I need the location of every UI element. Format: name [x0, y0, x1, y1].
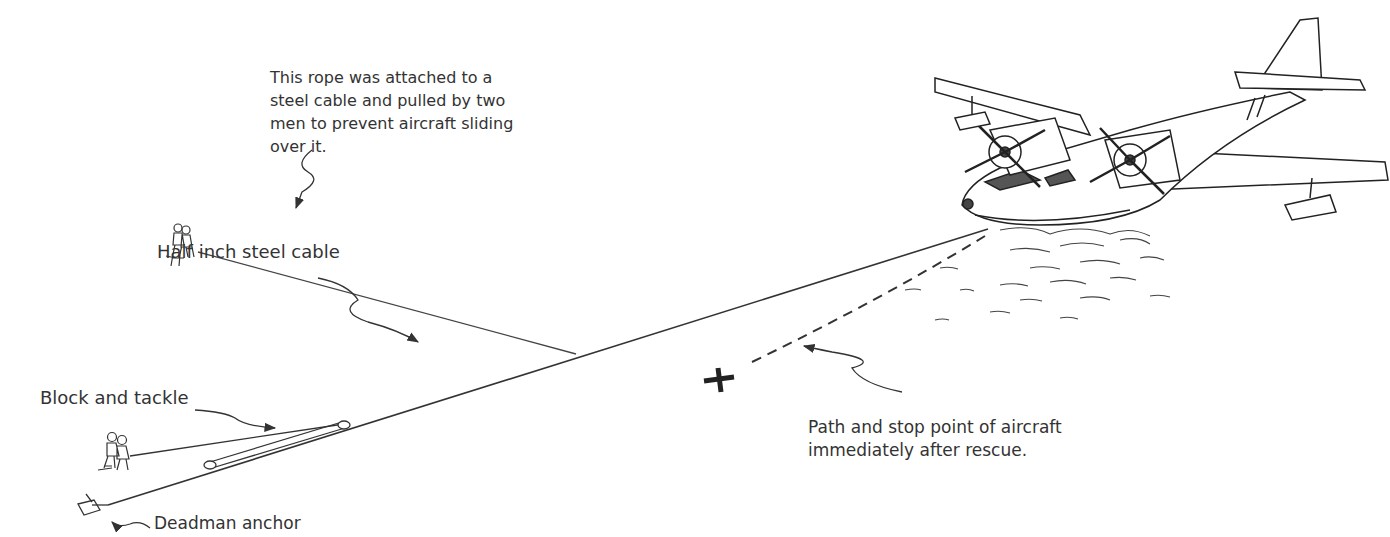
- two-men-tackle: [104, 456, 128, 470]
- block-and-tackle: [204, 461, 216, 469]
- steel-cable: [108, 229, 988, 505]
- amphibian-aircraft: [975, 210, 1130, 220]
- two-men-tackle: [107, 443, 129, 459]
- amphibian-aircraft: [1285, 195, 1336, 220]
- aircraft-path: [752, 236, 985, 362]
- rope: [198, 252, 576, 354]
- two-men-tackle: [98, 433, 129, 471]
- amphibian-aircraft: [990, 118, 1070, 175]
- water-splash: [990, 297, 1110, 313]
- anchor-label: Deadman anchor: [154, 512, 301, 535]
- deadman-anchor: [92, 504, 108, 505]
- callout-note: This rope was attached to a steel cable …: [270, 66, 535, 158]
- amphibian-aircraft: [1090, 128, 1170, 194]
- block-and-tackle: [130, 421, 350, 469]
- water-splash: [905, 228, 1170, 320]
- amphibian-aircraft: [965, 122, 1045, 187]
- block-and-tackle: [212, 428, 345, 468]
- amphibian-aircraft: [971, 96, 973, 115]
- steel-cable: [108, 229, 988, 505]
- water-splash: [1000, 277, 1136, 286]
- leader-line: [112, 150, 902, 528]
- water-splash: [1010, 239, 1150, 252]
- amphibian-aircraft: [935, 18, 1388, 225]
- block-and-tackle: [338, 421, 350, 429]
- path-label: Path and stop point of aircraft immediat…: [808, 416, 1093, 462]
- deadman-anchor: [78, 500, 100, 515]
- amphibian-aircraft: [962, 92, 1305, 225]
- block-and-tackle: [130, 424, 344, 456]
- water-splash: [1030, 257, 1164, 269]
- water-splash: [1060, 295, 1170, 319]
- cable-label: Half inch steel cable: [157, 240, 340, 263]
- deadman-anchor: [86, 494, 92, 502]
- leader-line: [318, 278, 418, 342]
- water-splash: [1000, 228, 1150, 236]
- amphibian-aircraft: [963, 199, 973, 209]
- leader-line: [804, 346, 902, 392]
- amphibian-aircraft: [1310, 178, 1312, 198]
- block-and-tackle: [210, 422, 342, 462]
- tackle-label: Block and tackle: [40, 386, 188, 409]
- deadman-anchor: [78, 494, 108, 515]
- leader-line: [112, 522, 150, 528]
- amphibian-aircraft: [1235, 72, 1365, 90]
- two-men-tackle: [98, 466, 112, 470]
- stop-point: [718, 368, 721, 392]
- leader-line: [195, 410, 275, 428]
- aircraft-path: [752, 236, 985, 362]
- two-men-tackle: [108, 433, 117, 442]
- rope: [198, 252, 576, 354]
- leader-line: [296, 150, 314, 208]
- water-splash: [905, 267, 974, 320]
- amphibian-aircraft: [1105, 130, 1180, 188]
- two-men-rope: [174, 224, 182, 232]
- two-men-tackle: [118, 436, 127, 445]
- two-men-rope: [182, 226, 190, 234]
- amphibian-aircraft: [1045, 170, 1075, 186]
- stop-point: [704, 368, 734, 392]
- amphibian-aircraft: [1247, 95, 1265, 120]
